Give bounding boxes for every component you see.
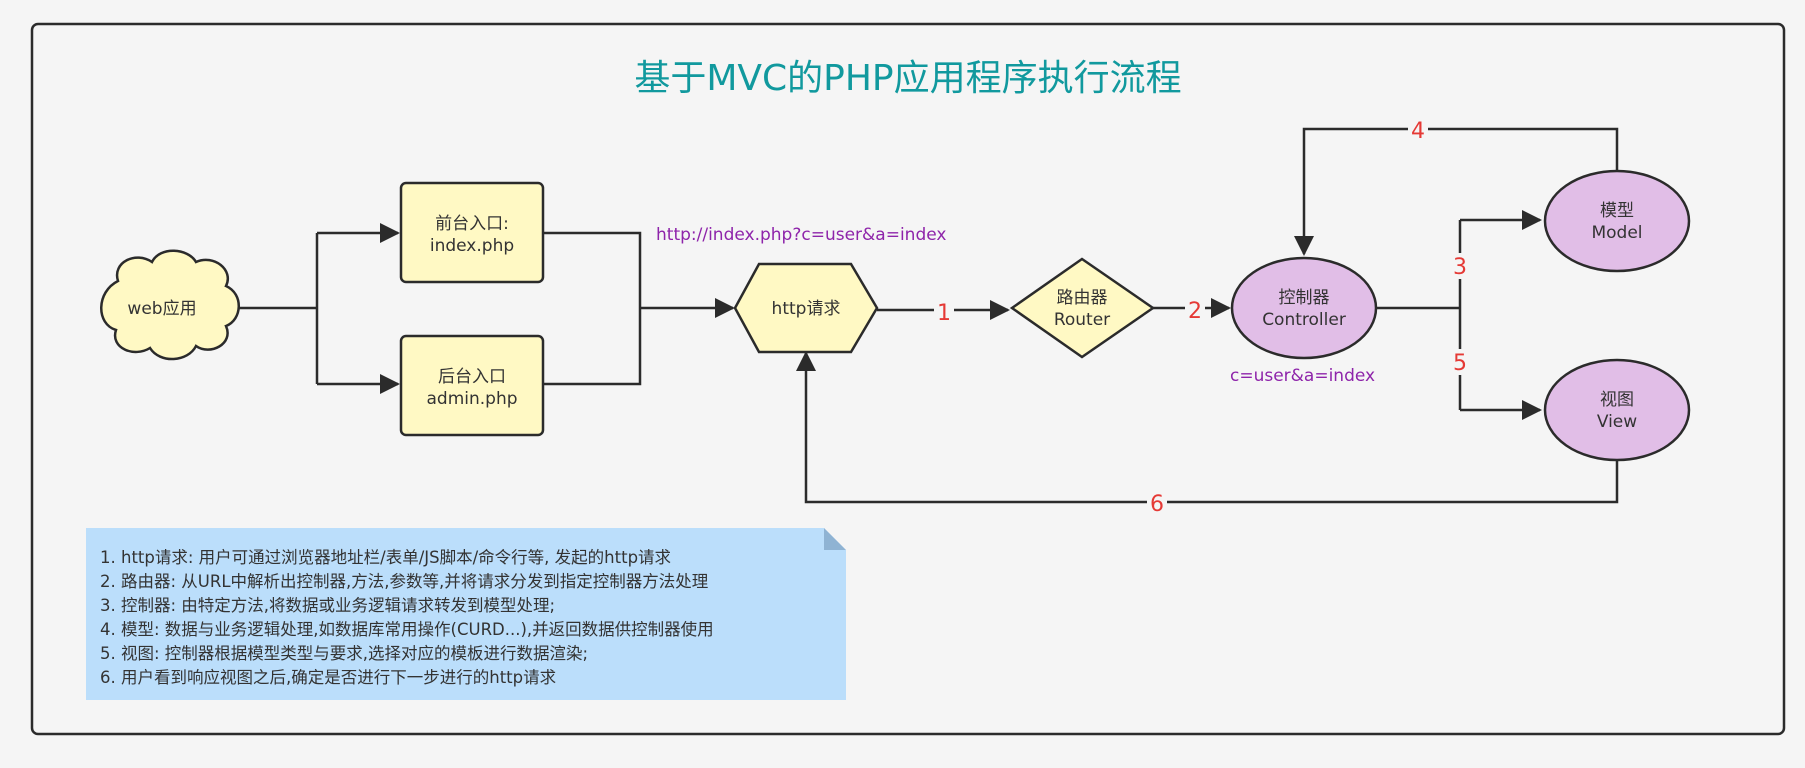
edge-step-4 xyxy=(1294,127,1619,256)
controller-label-1: 控制器 xyxy=(1279,288,1330,308)
notes-box: 1. http请求: 用户可通过浏览器地址栏/表单/JS脚本/命令行等, 发起的… xyxy=(86,528,846,700)
controller-label-2: Controller xyxy=(1262,310,1346,330)
step-label-5: 5 xyxy=(1453,351,1467,376)
params-annotation: c=user&a=index xyxy=(1230,366,1375,386)
http-request-node: http请求 xyxy=(733,262,879,354)
model-label-1: 模型 xyxy=(1600,201,1634,221)
note-line-3: 3. 控制器: 由特定方法,将数据或业务逻辑请求转发到模型处理; xyxy=(100,596,555,615)
step-label-2: 2 xyxy=(1188,299,1202,324)
step-label-1: 1 xyxy=(937,301,951,326)
controller-node: 控制器 Controller xyxy=(1230,256,1378,360)
router-node: 路由器 Router xyxy=(1009,257,1156,359)
back-entry-node: 后台入口 admin.php xyxy=(399,334,545,437)
router-label-1: 路由器 xyxy=(1057,288,1108,308)
note-line-4: 4. 模型: 数据与业务逻辑处理,如数据库常用操作(CURD...),并返回数据… xyxy=(100,620,714,639)
url-annotation: http://index.php?c=user&a=index xyxy=(656,225,946,245)
back-entry-label-1: 后台入口 xyxy=(438,367,506,387)
view-label-2: View xyxy=(1597,412,1637,432)
view-label-1: 视图 xyxy=(1600,390,1634,410)
step-label-4: 4 xyxy=(1411,119,1425,144)
web-app-node: web应用 xyxy=(100,249,240,361)
web-app-label: web应用 xyxy=(127,299,196,319)
step-label-6: 6 xyxy=(1150,492,1164,517)
diagram-title: 基于MVC的PHP应用程序执行流程 xyxy=(634,58,1181,99)
edge-step-6 xyxy=(796,351,1619,504)
router-label-2: Router xyxy=(1054,310,1110,330)
note-line-6: 6. 用户看到响应视图之后,确定是否进行下一步进行的http请求 xyxy=(100,668,556,687)
model-label-2: Model xyxy=(1591,223,1642,243)
http-request-label: http请求 xyxy=(772,299,841,319)
note-line-5: 5. 视图: 控制器根据模型类型与要求,选择对应的模板进行数据渲染; xyxy=(100,644,588,663)
step-label-3: 3 xyxy=(1453,255,1467,280)
note-line-2: 2. 路由器: 从URL中解析出控制器,方法,参数等,并将请求分发到指定控制器方… xyxy=(100,572,708,591)
front-entry-node: 前台入口: index.php xyxy=(399,181,545,284)
view-node: 视图 View xyxy=(1543,358,1691,462)
note-line-1: 1. http请求: 用户可通过浏览器地址栏/表单/JS脚本/命令行等, 发起的… xyxy=(100,548,671,567)
front-entry-label-2: index.php xyxy=(430,236,514,256)
model-node: 模型 Model xyxy=(1543,169,1691,273)
front-entry-label-1: 前台入口: xyxy=(435,214,509,234)
back-entry-label-2: admin.php xyxy=(426,389,517,409)
